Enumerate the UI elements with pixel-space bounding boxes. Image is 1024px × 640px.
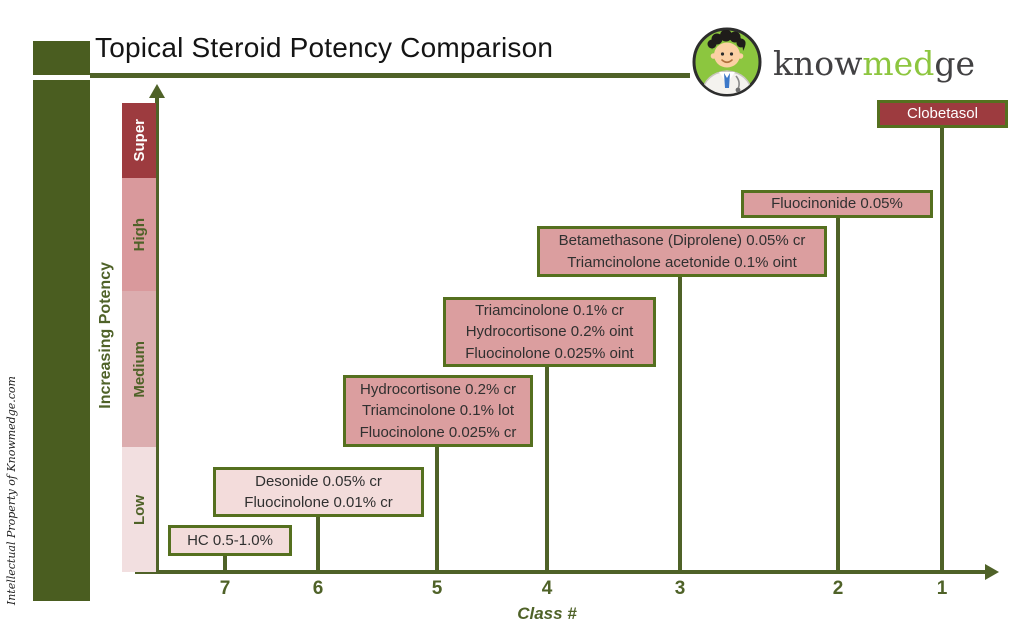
class-4-stem-line: [545, 365, 549, 574]
x-tick-class-2: 2: [832, 578, 844, 599]
drug-label: Fluocinolone 0.025% oint: [465, 344, 634, 362]
title-divider: [90, 73, 690, 78]
drug-label: Fluocinolone 0.025% cr: [359, 423, 517, 441]
x-axis-line: [135, 570, 988, 574]
x-tick-class-6: 6: [312, 578, 324, 599]
class-7-stem-line: [223, 554, 227, 574]
drug-label: Hydrocortisone 0.2% cr: [360, 381, 516, 399]
drug-label: Triamcinolone 0.1% cr: [475, 302, 624, 320]
potency-band-label: High: [130, 217, 148, 252]
class-4-drug-box: Triamcinolone 0.1% cr Hydrocortisone 0.2%…: [443, 297, 656, 367]
drug-label: Clobetasol: [907, 105, 978, 123]
x-axis-arrow-icon: [985, 564, 999, 580]
x-tick-class-4: 4: [541, 578, 553, 599]
drug-label: Hydrocortisone 0.2% oint: [465, 323, 634, 341]
x-tick-class-7: 7: [219, 578, 231, 599]
brand-ge: ge: [934, 44, 975, 83]
x-axis-title: Class #: [517, 604, 577, 623]
drug-label: Betamethasone (Diprolene) 0.05% cr: [558, 232, 806, 250]
y-axis-arrow-icon: [149, 84, 165, 98]
drug-label: Triamcinolone acetonide 0.1% oint: [567, 253, 797, 271]
x-tick-class-5: 5: [431, 578, 443, 599]
potency-band-label: Super: [130, 119, 148, 162]
class-1-stem-line: [940, 126, 944, 574]
x-tick-class-1: 1: [936, 578, 948, 599]
potency-band-label: Low: [130, 494, 148, 525]
y-axis-line: [155, 97, 159, 572]
drug-label: Desonide 0.05% cr: [255, 472, 382, 490]
class-6-stem-line: [316, 515, 320, 574]
potency-band-low: Low: [122, 447, 156, 572]
class-5-drug-box: Hydrocortisone 0.2% cr Triamcinolone 0.1%…: [343, 375, 533, 447]
drug-label: HC 0.5-1.0%: [187, 531, 273, 549]
potency-band-medium: Medium: [122, 291, 156, 447]
knowmedge-doctor-logo-icon: [691, 26, 763, 98]
sidebar-accent-square: [33, 41, 90, 75]
class-2-drug-box: Fluocinonide 0.05%: [741, 190, 933, 218]
class-7-drug-box: HC 0.5-1.0%: [168, 525, 292, 556]
page-title: Topical Steroid Potency Comparison: [95, 32, 554, 63]
class-3-drug-box: Betamethasone (Diprolene) 0.05% cr Triamc…: [537, 226, 827, 277]
brand-know: know: [773, 44, 863, 83]
brand-med: med: [862, 44, 935, 83]
watermark-text: Intellectual Property of Knowmedge.com: [4, 376, 18, 606]
brand-wordmark: knowmedge: [773, 44, 975, 83]
sidebar-accent-bar: [33, 80, 90, 601]
class-5-stem-line: [435, 445, 439, 574]
class-6-drug-box: Desonide 0.05% cr Fluocinolone 0.01% cr: [213, 467, 424, 517]
drug-label: Fluocinonide 0.05%: [771, 195, 903, 213]
watermark: Intellectual Property of Knowmedge.com: [0, 368, 22, 614]
potency-band-high: High: [122, 178, 156, 291]
y-axis-title: Increasing Potency: [97, 261, 114, 409]
drug-label: Fluocinolone 0.01% cr: [244, 494, 393, 511]
class-1-drug-box: Clobetasol: [877, 100, 1008, 128]
x-tick-class-3: 3: [674, 578, 686, 599]
class-3-stem-line: [678, 275, 682, 574]
drug-label: Triamcinolone 0.1% lot: [361, 402, 514, 420]
potency-band-super: Super: [122, 103, 156, 178]
potency-band-label: Medium: [130, 340, 148, 398]
class-2-stem-line: [836, 216, 840, 574]
